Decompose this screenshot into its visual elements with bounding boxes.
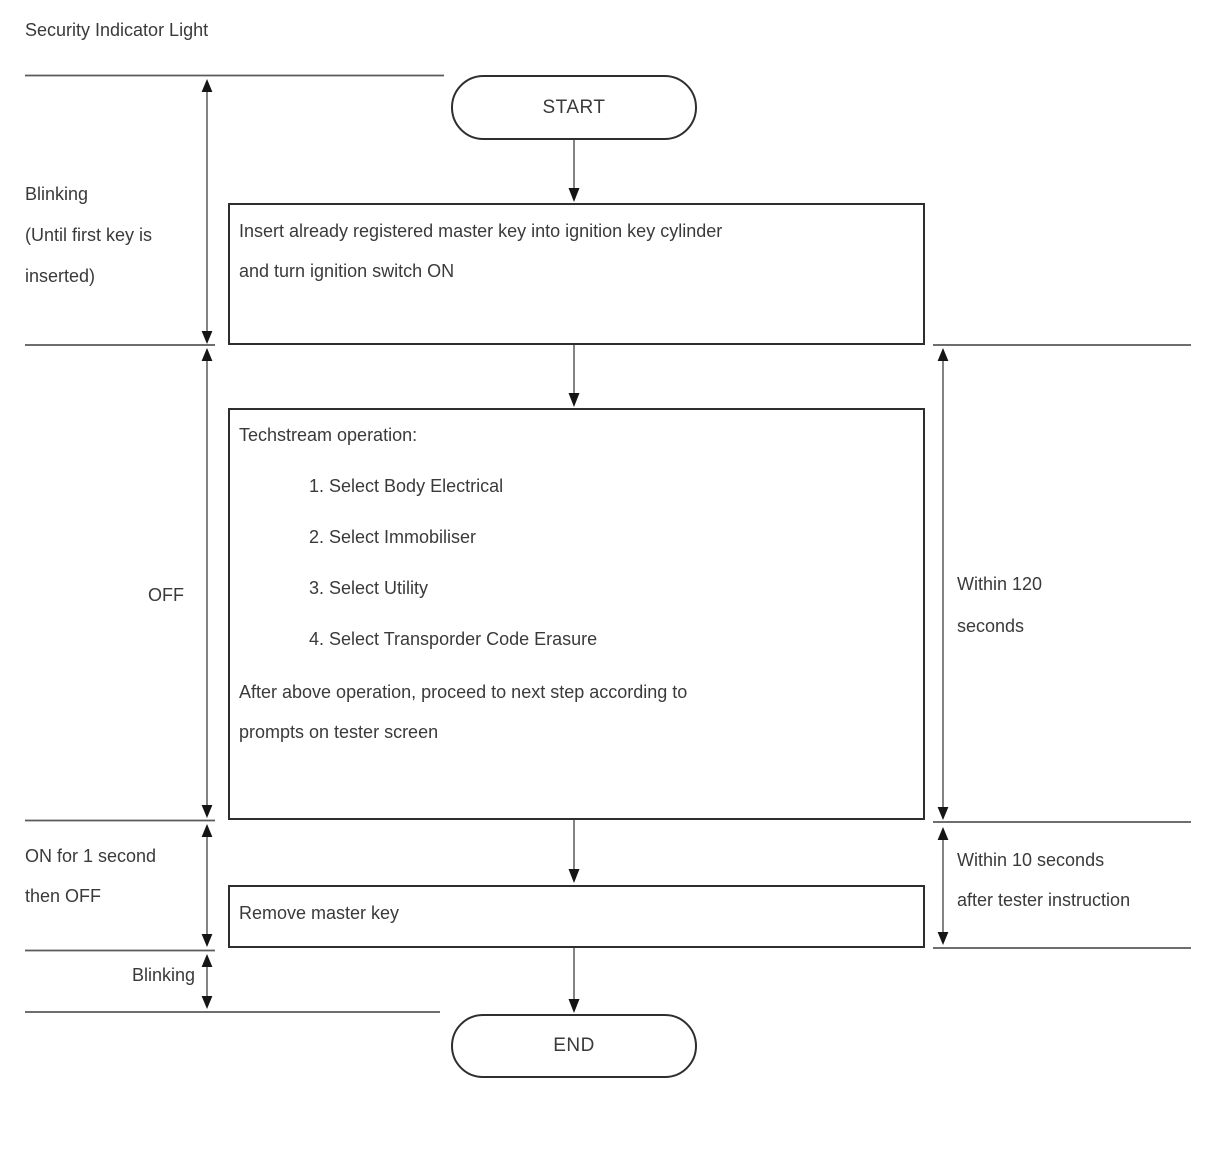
blinking-end-duration-arrow xyxy=(201,954,213,1009)
annotation-off: OFF xyxy=(148,585,184,605)
annotation-within-10-seconds: Within 10 seconds after tester instructi… xyxy=(957,850,1131,910)
step3-text: Remove master key xyxy=(239,903,400,923)
step2-process-box: Techstream operation: 1. Select Body Ele… xyxy=(228,408,925,820)
page-title: Security Indicator Light xyxy=(25,20,209,40)
step2-item-4: 4. Select Transporder Code Erasure xyxy=(309,629,598,649)
annotation-on-for-1-second-then-off: ON for 1 second then OFF xyxy=(25,846,157,906)
step2-item-1: 1. Select Body Electrical xyxy=(309,476,504,496)
flow-arrow-step2-to-step3 xyxy=(568,820,580,883)
blinking-duration-arrow xyxy=(201,79,213,344)
start-terminal: START xyxy=(451,75,697,140)
on-1-second-duration-arrow xyxy=(201,824,213,947)
step2-title: Techstream operation: xyxy=(239,425,418,445)
annotation-within-120-seconds: Within 120 seconds xyxy=(957,574,1043,636)
annotation-blinking: Blinking xyxy=(131,965,195,985)
within-10-seconds-arrow xyxy=(937,827,949,945)
start-terminal-label: START xyxy=(542,96,606,118)
flow-arrow-step1-to-step2 xyxy=(568,345,580,407)
step2-item-3: 3. Select Utility xyxy=(309,578,429,598)
flow-arrow-step3-to-end xyxy=(568,948,580,1013)
within-120-seconds-arrow xyxy=(937,348,949,820)
timeline-rules xyxy=(25,74,1191,1013)
off-duration-arrow xyxy=(201,348,213,818)
flow-arrow-start-to-step1 xyxy=(568,140,580,202)
step1-text: Insert already registered master key int… xyxy=(239,221,723,281)
end-terminal: END xyxy=(451,1014,697,1078)
step3-process-box: Remove master key xyxy=(228,885,925,948)
end-terminal-label: END xyxy=(553,1035,595,1056)
step1-process-box: Insert already registered master key int… xyxy=(228,203,925,345)
step2-footer: After above operation, proceed to next s… xyxy=(239,682,688,742)
annotation-blinking-until-first-key: Blinking (Until first key is inserted) xyxy=(25,184,153,286)
step2-item-2: 2. Select Immobiliser xyxy=(309,527,477,547)
